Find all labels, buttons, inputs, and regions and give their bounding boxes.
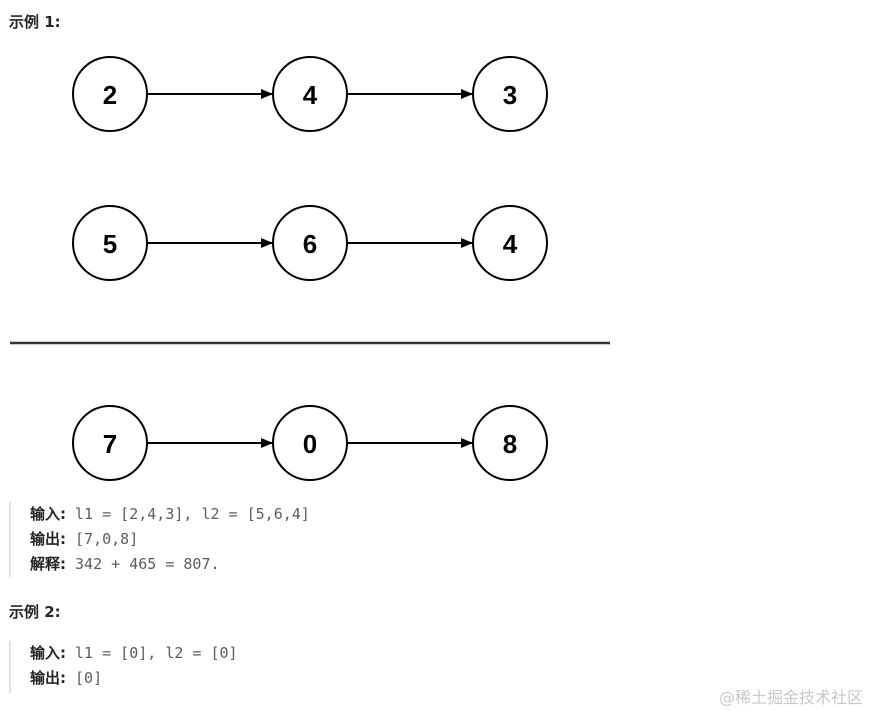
list-node: 0: [272, 405, 348, 481]
list-node: 4: [272, 56, 348, 132]
watermark-text: @稀土掘金技术社区: [718, 688, 863, 707]
example-2-code-block: 输入: l1 = [0], l2 = [0] 输出: [0]: [9, 641, 238, 693]
list-row-result: 7 0 8: [72, 405, 548, 481]
output-value: [7,0,8]: [66, 530, 139, 548]
node-value: 8: [503, 429, 517, 459]
explanation-key: 解释:: [30, 555, 66, 573]
node-value: 2: [103, 80, 117, 110]
output-key: 输出:: [30, 669, 66, 687]
node-value: 4: [303, 80, 318, 110]
example-2-title: 示例 2:: [9, 603, 61, 621]
list-node: 5: [72, 205, 148, 281]
list-node: 2: [72, 56, 148, 132]
input-value: l1 = [2,4,3], l2 = [5,6,4]: [66, 505, 310, 523]
output-key: 输出:: [30, 530, 66, 548]
list-node: 6: [272, 205, 348, 281]
output-line: 输出: [0]: [30, 666, 238, 691]
node-value: 3: [503, 80, 517, 110]
node-circle: [472, 405, 548, 481]
node-circle: [272, 56, 348, 132]
list-row-l1: 2 4 3: [72, 56, 548, 132]
input-line: 输入: l1 = [2,4,3], l2 = [5,6,4]: [30, 502, 310, 527]
node-circle: [72, 56, 148, 132]
node-value: 6: [303, 229, 317, 259]
list-node: 4: [472, 205, 548, 281]
output-line: 输出: [7,0,8]: [30, 527, 310, 552]
example-1-title: 示例 1:: [9, 13, 61, 31]
example-1-code-block: 输入: l1 = [2,4,3], l2 = [5,6,4] 输出: [7,0,…: [9, 502, 310, 577]
list-node: 3: [472, 56, 548, 132]
list-node: 8: [472, 405, 548, 481]
node-circle: [272, 205, 348, 281]
linked-list-diagram: 2 4 3 5 6 4 7 0 8: [10, 56, 610, 481]
node-circle: [472, 56, 548, 132]
node-value: 4: [503, 229, 518, 259]
input-value: l1 = [0], l2 = [0]: [66, 644, 238, 662]
input-key: 输入:: [30, 505, 66, 523]
node-circle: [472, 205, 548, 281]
node-circle: [72, 205, 148, 281]
explanation-value: 342 + 465 = 807.: [66, 555, 220, 573]
node-value: 0: [303, 429, 317, 459]
explanation-line: 解释: 342 + 465 = 807.: [30, 552, 310, 577]
input-key: 输入:: [30, 644, 66, 662]
node-value: 7: [103, 429, 117, 459]
list-node: 7: [72, 405, 148, 481]
output-value: [0]: [66, 669, 103, 687]
node-circle: [272, 405, 348, 481]
node-circle: [72, 405, 148, 481]
list-row-l2: 5 6 4: [72, 205, 548, 281]
input-line: 输入: l1 = [0], l2 = [0]: [30, 641, 238, 666]
node-value: 5: [103, 229, 117, 259]
